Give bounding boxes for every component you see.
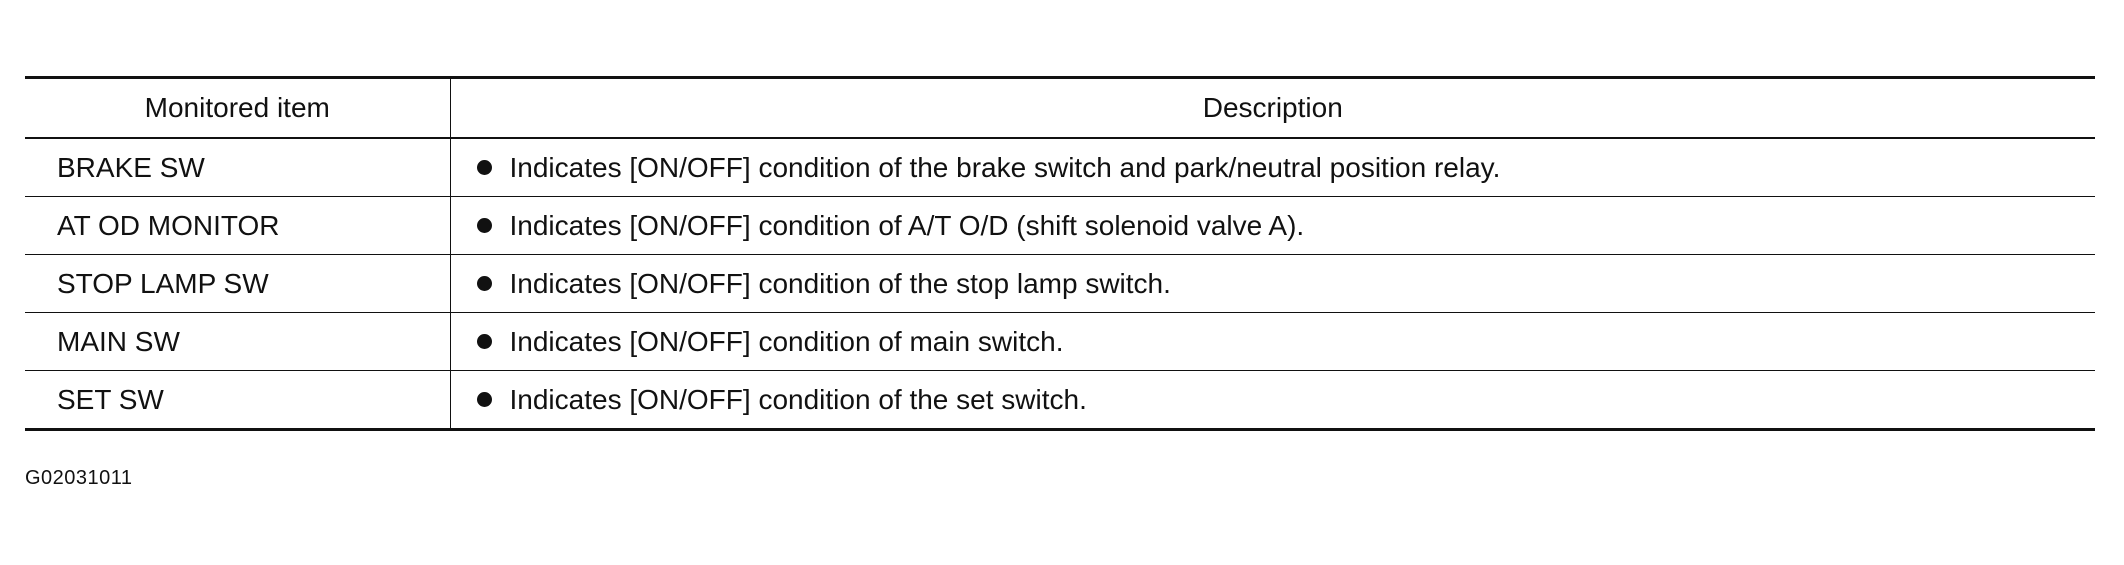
monitored-item-cell: AT OD MONITOR — [25, 196, 451, 255]
figure-code: G02031011 — [25, 467, 133, 489]
bullet-dot-icon — [476, 391, 492, 407]
description-cell: Indicates [ON/OFF] condition of A/T O/D … — [450, 197, 2095, 255]
bullet-dot-icon — [476, 159, 492, 175]
monitor-item-table-container: Monitored item Description BRAKE SW Indi… — [25, 76, 2095, 431]
description-text: Indicates [ON/OFF] condition of A/T O/D … — [509, 209, 1305, 241]
description-text: Indicates [ON/OFF] condition of main swi… — [509, 325, 1064, 357]
description-cell: Indicates [ON/OFF] condition of main swi… — [450, 313, 2095, 371]
table-row: AT OD MONITOR Indicates [ON/OFF] conditi… — [25, 196, 2095, 255]
description-text: Indicates [ON/OFF] condition of the brak… — [509, 151, 1501, 183]
table-row: SET SW Indicates [ON/OFF] condition of t… — [25, 370, 2095, 430]
table-header: Monitored item Description — [25, 77, 2095, 138]
monitored-item-cell: SET SW — [25, 370, 451, 430]
table-body: BRAKE SW Indicates [ON/OFF] condition of… — [25, 138, 2095, 430]
monitored-item-cell: BRAKE SW — [25, 138, 451, 197]
monitor-item-table: Monitored item Description BRAKE SW Indi… — [25, 76, 2095, 431]
bullet-dot-icon — [476, 275, 492, 291]
description-cell: Indicates [ON/OFF] condition of the set … — [450, 371, 2095, 430]
table-row: BRAKE SW Indicates [ON/OFF] condition of… — [25, 138, 2095, 197]
column-header-description: Description — [1202, 92, 1343, 123]
monitored-item-cell: MAIN SW — [25, 312, 451, 371]
description-cell: Indicates [ON/OFF] condition of the stop… — [450, 255, 2095, 313]
header-row: Monitored item Description — [25, 77, 2095, 138]
table-row: MAIN SW Indicates [ON/OFF] condition of … — [25, 312, 2095, 371]
column-header-monitored-item: Monitored item — [25, 77, 451, 138]
description-text: Indicates [ON/OFF] condition of the set … — [509, 383, 1087, 415]
bullet-dot-icon — [476, 217, 492, 233]
description-text: Indicates [ON/OFF] condition of the stop… — [509, 267, 1171, 299]
monitored-item-cell: STOP LAMP SW — [25, 254, 451, 313]
bullet-dot-icon — [476, 333, 492, 349]
description-cell: Indicates [ON/OFF] condition of the brak… — [450, 138, 2095, 197]
table-row: STOP LAMP SW Indicates [ON/OFF] conditio… — [25, 254, 2095, 313]
